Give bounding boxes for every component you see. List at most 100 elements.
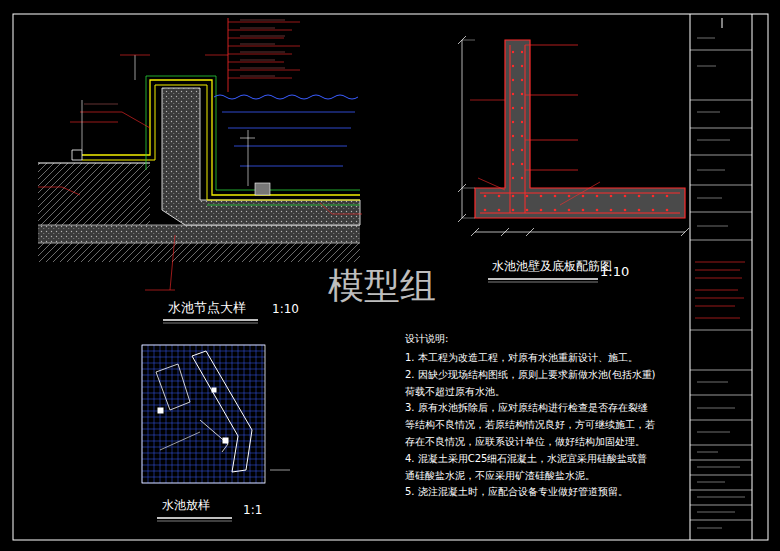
layer-callout-text	[240, 36, 285, 37]
rebar-dot	[610, 195, 613, 198]
rebar-dot	[512, 121, 514, 123]
grid-line	[196, 345, 197, 483]
rebar-dot	[666, 209, 669, 212]
text-holder: 1:10	[600, 264, 629, 280]
title-block-row	[690, 520, 752, 521]
design-note: 2. 因缺少现场结构图纸，原则上要求新做水池(包括水重)荷载不超过原有水池。	[405, 367, 657, 401]
grid-line	[142, 417, 265, 418]
title-block-row	[690, 330, 752, 331]
callout-text	[84, 104, 118, 105]
leader-line	[122, 112, 150, 128]
rebar	[480, 213, 680, 214]
title-block-row	[690, 420, 752, 421]
wall-and-slab	[162, 88, 360, 225]
title-underline	[488, 282, 598, 283]
marker	[212, 388, 216, 392]
title-block-entry	[697, 38, 715, 39]
title-block-row	[690, 185, 752, 186]
title-block-entry	[697, 432, 730, 433]
leader-line	[525, 170, 550, 171]
title-block-entry	[695, 262, 745, 263]
rebar-dot	[512, 93, 514, 95]
design-note: 5. 浇注混凝土时，应配合设备专业做好管道预留。	[405, 484, 657, 501]
text-holder: 2. 因缺少现场结构图纸，原则上要求新做水池(包括水重)荷载不超过原有水池。	[405, 367, 657, 401]
grid-line	[160, 345, 161, 483]
waterproof-layer	[82, 85, 360, 200]
rebar	[510, 45, 511, 213]
water-line	[228, 128, 351, 129]
layer-callout	[228, 46, 300, 47]
rebar-dot	[596, 209, 599, 212]
rebar-dot	[512, 107, 514, 109]
rebar-dot	[540, 209, 543, 212]
text-holder: 3. 原有水池拆除后，应对原结构进行检查是否存在裂缝等结构不良情况，若原结构情况…	[405, 400, 657, 450]
grid-line	[232, 345, 233, 483]
rebar-dot	[638, 195, 641, 198]
rebar-dot	[512, 209, 515, 212]
rebar-dot	[512, 195, 515, 198]
title-block-entry	[697, 112, 720, 113]
grid-line	[238, 345, 239, 483]
rebar-dot	[512, 65, 514, 67]
callout-line	[550, 45, 578, 46]
grid-line	[142, 477, 265, 478]
rebar-dot	[521, 163, 523, 165]
leader-line	[525, 95, 550, 96]
rebar-dot	[624, 209, 627, 212]
title-underline	[157, 521, 232, 522]
grid-line	[202, 345, 203, 483]
protective-layer	[207, 205, 360, 206]
rebar-dot	[582, 209, 585, 212]
title-block-entry	[697, 528, 722, 529]
text-holder: 4. 混凝土采用C25细石混凝土，水泥宜采用硅酸盐或普通硅酸盐水泥，不应采用矿渣…	[405, 451, 657, 485]
layer-callout	[228, 22, 300, 23]
wall-section	[475, 40, 685, 218]
grid-border	[142, 345, 265, 483]
title-block-row	[690, 505, 752, 506]
scale-label: 1:1	[243, 503, 262, 517]
title-block-entry	[695, 306, 735, 307]
title-block-row	[690, 100, 752, 101]
title-block-entry	[697, 140, 730, 141]
design-note: 1. 本工程为改造工程，对原有水池重新设计、施工。	[405, 350, 657, 367]
pool-outline	[156, 364, 190, 410]
rebar-dot	[610, 209, 613, 212]
title-block-row	[690, 370, 752, 371]
design-note: 4. 混凝土采用C25细石混凝土，水泥宜采用硅酸盐或普通硅酸盐水泥，不应采用矿渣…	[405, 451, 657, 485]
layer-callout	[228, 54, 292, 55]
title-block-row	[690, 128, 752, 129]
rebar-dot	[512, 163, 514, 165]
grid-line	[142, 459, 265, 460]
callout-line	[332, 214, 362, 215]
water-line	[234, 146, 347, 147]
callout-line	[70, 122, 118, 123]
grid-line	[220, 345, 221, 483]
dimension-line	[462, 40, 463, 218]
grid-line	[154, 345, 155, 483]
text-holder: 水池池壁及底板配筋图	[492, 259, 612, 273]
dimension-line	[475, 232, 685, 233]
rebar-dot	[512, 149, 514, 151]
layer-callout-text	[240, 68, 285, 69]
title-underline	[157, 517, 232, 518]
title-block-entry	[697, 482, 725, 483]
grid-line	[184, 345, 185, 483]
notes-heading: 设计说明:	[405, 333, 448, 345]
rebar-dot	[521, 65, 523, 67]
callout-line	[120, 55, 150, 56]
title-block-border	[752, 14, 753, 540]
grid-line	[142, 381, 265, 382]
layer-callout	[228, 38, 284, 39]
layer-callout	[228, 30, 292, 31]
layer-callout-text	[240, 20, 285, 21]
marker	[223, 438, 228, 443]
title-block-entry	[695, 290, 738, 291]
rebar-dot	[568, 209, 571, 212]
grid-line	[244, 345, 245, 483]
layer-callout	[228, 62, 284, 63]
title-block-row	[690, 395, 752, 396]
rebar-dot	[540, 195, 543, 198]
grid-line	[142, 447, 265, 448]
callout-line	[145, 290, 175, 291]
callout-line	[550, 95, 578, 96]
